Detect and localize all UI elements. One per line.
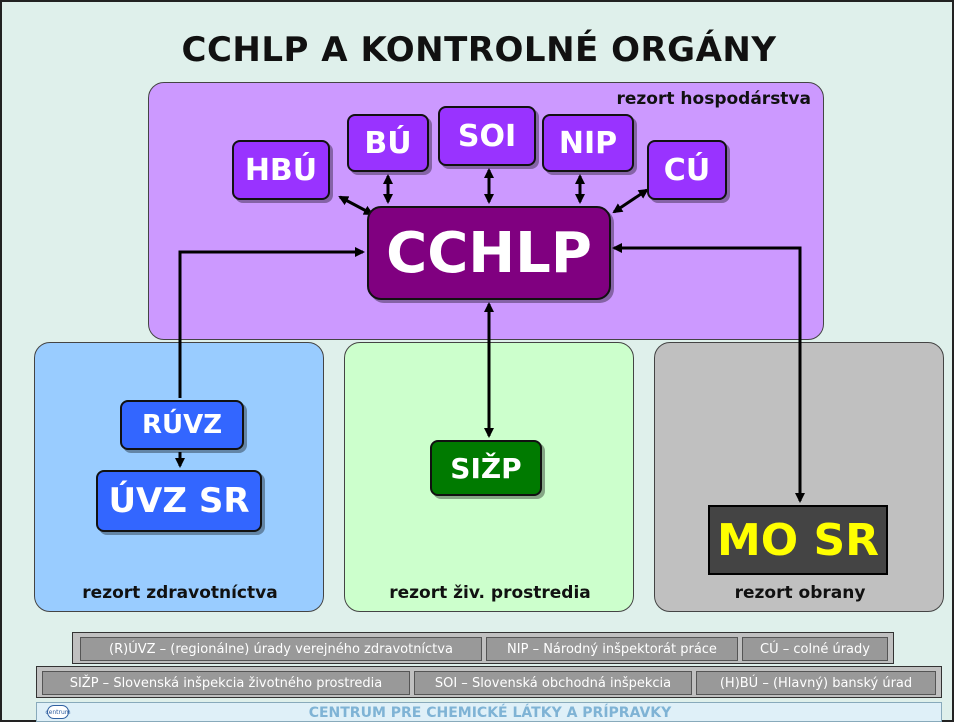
region-label-zivotne-prostredie: rezort živ. prostredia [389, 583, 591, 603]
legend-soi: SOI – Slovenská obchodná inšpekcia [414, 671, 692, 695]
node-bu: BÚ [347, 114, 429, 172]
node-soi: SOI [438, 106, 536, 166]
arrow-hbu-cchlp [338, 195, 374, 216]
arrow-ruvz-cchlp [178, 247, 365, 398]
region-label-obrana: rezort obrany [734, 583, 866, 603]
node-cu: CÚ [647, 140, 727, 200]
centrum-logo-icon: centrum [45, 705, 71, 719]
node-cchlp: CCHLP [367, 206, 611, 300]
node-ruvz: RÚVZ [120, 400, 244, 450]
node-uvz-sr: ÚVZ SR [96, 470, 262, 532]
footer-bar: centrum CENTRUM PRE CHEMICKÉ LÁTKY A PRÍ… [36, 702, 942, 722]
legend-ruvz: (R)ÚVZ – (regionálne) úrady verejného zd… [80, 637, 482, 661]
page-title: CCHLP A KONTROLNÉ ORGÁNY [181, 30, 777, 70]
node-nip: NIP [542, 114, 634, 172]
region-label-hospodarstvo: rezort hospodárstva [616, 89, 812, 109]
legend-nip: NIP – Národný inšpektorát práce [486, 637, 738, 661]
legend-cu: CÚ – colné úrady [742, 637, 888, 661]
footer-text: CENTRUM PRE CHEMICKÉ LÁTKY A PRÍPRAVKY [308, 705, 672, 721]
arrow-cchlp-mosr [612, 243, 805, 503]
arrow-cu-cchlp [612, 188, 649, 214]
legend-hbu: (H)BÚ – (Hlavný) banský úrad [696, 671, 936, 695]
node-sizp: SIŽP [430, 440, 542, 496]
region-label-zdravotnictvo: rezort zdravotníctva [82, 583, 278, 603]
legend-sizp: SIŽP – Slovenská inšpekcia životného pro… [42, 671, 410, 695]
node-mo-sr: MO SR [708, 505, 888, 575]
node-hbu: HBÚ [232, 140, 330, 200]
